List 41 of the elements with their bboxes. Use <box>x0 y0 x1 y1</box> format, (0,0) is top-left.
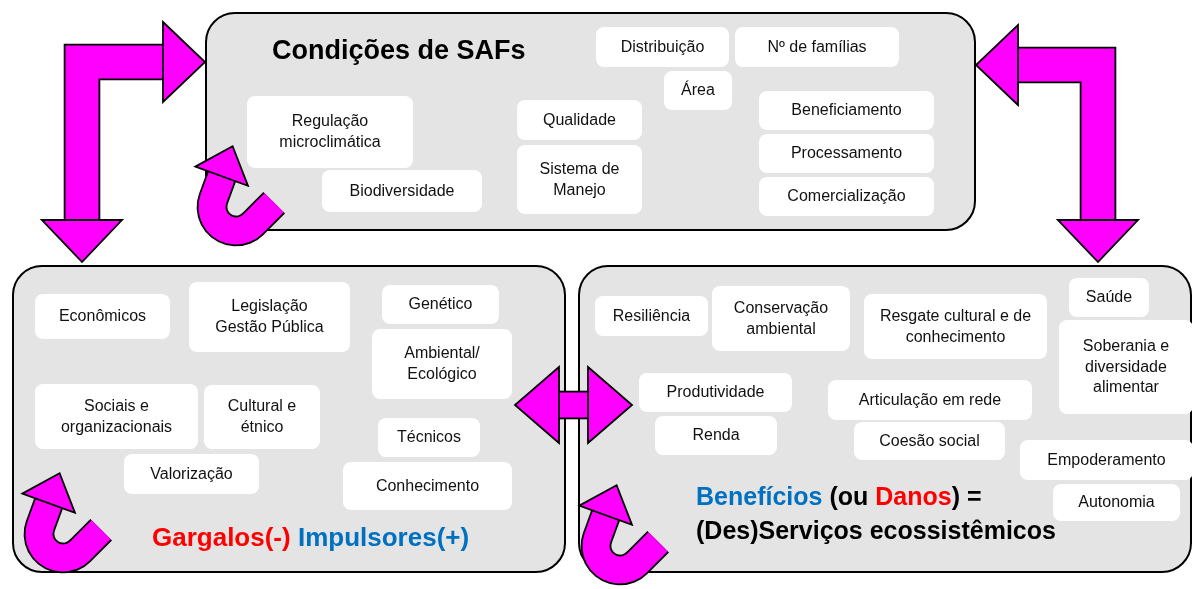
factor-box: Distribuição <box>596 27 729 67</box>
factor-box: Regulação microclimática <box>247 96 413 168</box>
group-panel <box>578 265 1192 573</box>
factor-box: Produtividade <box>639 373 792 412</box>
factor-box: Qualidade <box>517 100 642 140</box>
factor-box: Sociais e organizacionais <box>35 384 198 449</box>
factor-box: Resiliência <box>595 296 708 336</box>
panel-heading: (Des)Serviços ecossistêmicos <box>696 515 1056 544</box>
factor-box: Legislação Gestão Pública <box>189 282 350 352</box>
factor-box: Cultural e étnico <box>204 385 320 449</box>
factor-box: Sistema de Manejo <box>517 145 642 214</box>
factor-box: Autonomia <box>1053 484 1180 521</box>
factor-box: Biodiversidade <box>322 170 482 212</box>
factor-box: Valorização <box>124 454 259 494</box>
factor-box: Articulação em rede <box>828 380 1032 420</box>
group-panel <box>205 12 976 231</box>
factor-box: Soberania e diversidade alimentar <box>1059 320 1192 414</box>
panel-heading: Impulsores(+) <box>297 522 470 552</box>
factor-box: Processamento <box>759 134 934 173</box>
factor-box: Conservação ambiental <box>712 286 850 351</box>
panel-heading: (ou <box>829 482 869 510</box>
factor-box: Área <box>664 71 732 110</box>
factor-box: Coesão social <box>854 422 1005 460</box>
factor-box: Conhecimento <box>343 462 512 510</box>
factor-box: Resgate cultural e de conhecimento <box>864 294 1047 359</box>
panel-heading: Gargalos(-) <box>152 522 291 552</box>
factor-box: Técnicos <box>378 418 480 457</box>
panel-heading: ) = <box>951 482 982 510</box>
panel-heading: Condições de SAFs <box>272 35 526 65</box>
factor-box: Renda <box>655 416 777 455</box>
factor-box: Empoderamento <box>1020 440 1192 480</box>
factor-box: Beneficiamento <box>759 91 934 130</box>
panel-heading: Benefícios <box>696 482 823 510</box>
factor-box: Nº de famílias <box>735 27 899 67</box>
factor-box: Saúde <box>1069 278 1149 317</box>
group-panel <box>12 265 566 573</box>
factor-box: Econômicos <box>35 294 170 339</box>
panel-heading: Danos <box>875 482 952 510</box>
factor-box: Genético <box>382 285 499 324</box>
factor-box: Comercialização <box>759 177 934 216</box>
factor-box: Ambiental/ Ecológico <box>372 329 512 399</box>
